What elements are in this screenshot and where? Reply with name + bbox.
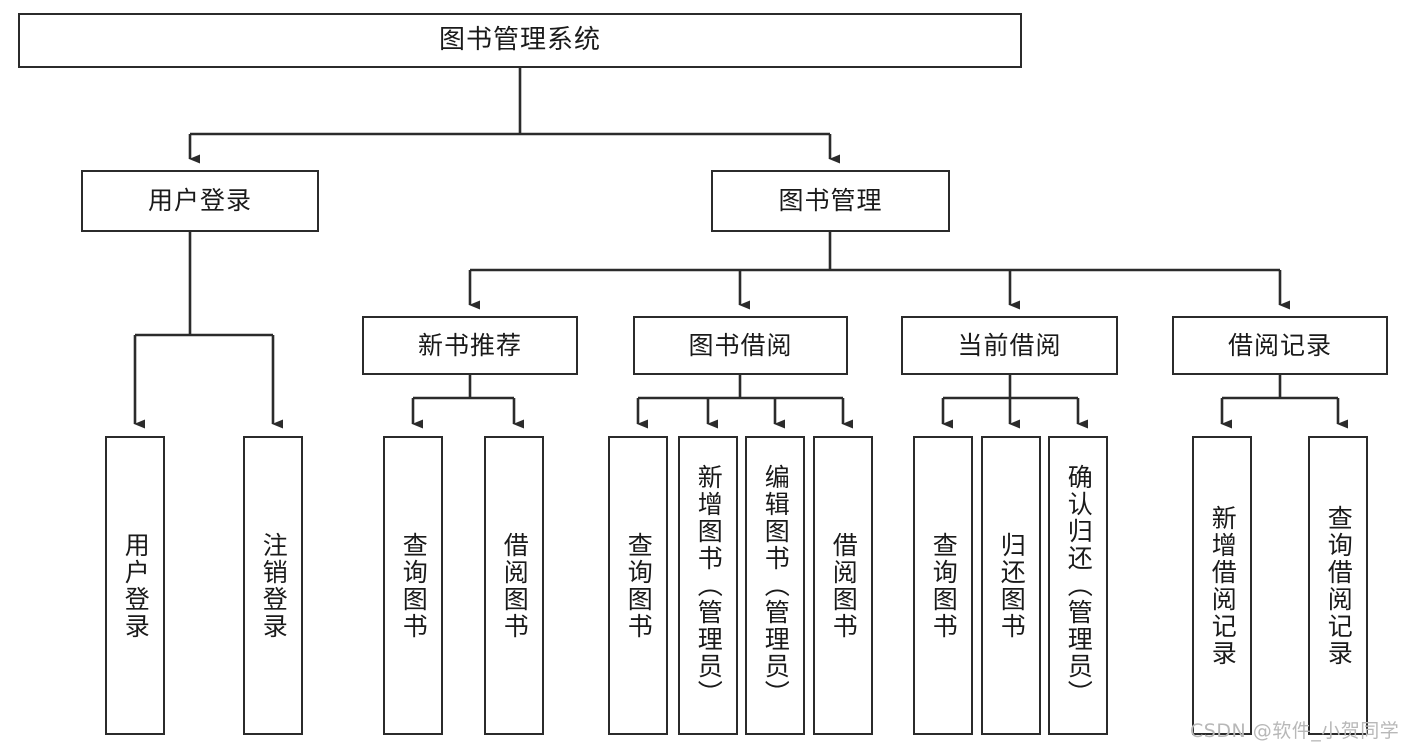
node-leaf-user-login-label: 用户登录 [121, 531, 151, 640]
node-leaf-borrow-book-1-label: 借阅图书 [500, 531, 530, 640]
node-new-book-recommend-label: 新书推荐 [417, 330, 522, 360]
node-leaf-confirm-return[interactable]: 确认归还（管理员） [1048, 436, 1108, 735]
node-current-borrow-label: 当前借阅 [957, 330, 1062, 360]
node-leaf-add-book-label: 新增图书（管理员） [694, 464, 724, 707]
node-new-book-recommend[interactable]: 新书推荐 [362, 316, 578, 375]
node-leaf-query-book-1[interactable]: 查询图书 [383, 436, 443, 735]
node-leaf-query-book-3-label: 查询图书 [929, 531, 959, 640]
node-leaf-return-book-label: 归还图书 [997, 531, 1027, 640]
node-current-borrow[interactable]: 当前借阅 [901, 316, 1118, 375]
node-user-login-label: 用户登录 [147, 186, 252, 216]
node-leaf-confirm-return-label: 确认归还（管理员） [1064, 464, 1094, 707]
node-borrow-record[interactable]: 借阅记录 [1172, 316, 1388, 375]
node-book-management[interactable]: 图书管理 [711, 170, 950, 232]
node-book-borrow[interactable]: 图书借阅 [633, 316, 848, 375]
node-leaf-query-record-label: 查询借阅记录 [1324, 504, 1354, 667]
node-leaf-logout-login-label: 注销登录 [259, 531, 289, 640]
node-leaf-add-book[interactable]: 新增图书（管理员） [678, 436, 738, 735]
node-leaf-edit-book[interactable]: 编辑图书（管理员） [745, 436, 805, 735]
node-root[interactable]: 图书管理系统 [18, 13, 1022, 68]
node-leaf-logout-login[interactable]: 注销登录 [243, 436, 303, 735]
node-leaf-add-record[interactable]: 新增借阅记录 [1192, 436, 1252, 735]
node-book-borrow-label: 图书借阅 [688, 330, 793, 360]
node-leaf-add-record-label: 新增借阅记录 [1208, 504, 1238, 667]
node-leaf-query-record[interactable]: 查询借阅记录 [1308, 436, 1368, 735]
node-leaf-user-login[interactable]: 用户登录 [105, 436, 165, 735]
csdn-watermark: CSDN @软件_小贺同学 [1190, 720, 1400, 742]
node-leaf-query-book-3[interactable]: 查询图书 [913, 436, 973, 735]
node-leaf-query-book-2[interactable]: 查询图书 [608, 436, 668, 735]
node-leaf-edit-book-label: 编辑图书（管理员） [761, 464, 791, 707]
node-leaf-return-book[interactable]: 归还图书 [981, 436, 1041, 735]
node-user-login[interactable]: 用户登录 [81, 170, 319, 232]
node-leaf-borrow-book-2[interactable]: 借阅图书 [813, 436, 873, 735]
node-leaf-borrow-book-1[interactable]: 借阅图书 [484, 436, 544, 735]
node-leaf-query-book-1-label: 查询图书 [399, 531, 429, 640]
node-leaf-borrow-book-2-label: 借阅图书 [829, 531, 859, 640]
node-borrow-record-label: 借阅记录 [1227, 330, 1332, 360]
node-book-management-label: 图书管理 [778, 186, 883, 216]
node-root-label: 图书管理系统 [438, 25, 601, 56]
node-leaf-query-book-2-label: 查询图书 [624, 531, 654, 640]
